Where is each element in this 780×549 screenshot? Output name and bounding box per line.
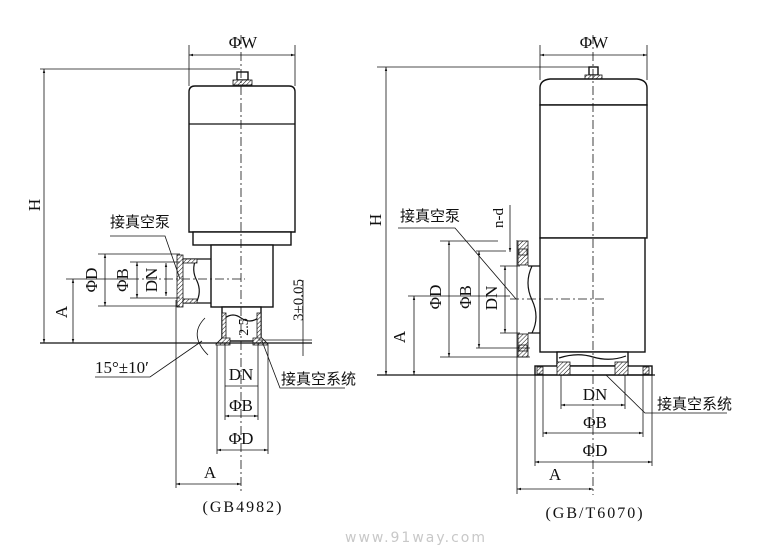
left-offset-label: A xyxy=(52,305,71,318)
right-valve-body xyxy=(517,66,653,376)
left-bottom-b-label: ΦB xyxy=(229,396,253,415)
right-side-d-label: ΦD xyxy=(426,285,445,310)
left-drawing-gb4982: ΦW H A ΦD ΦB DN 接真空泵 3±0.05 2.5 15°±10′ xyxy=(25,33,356,516)
left-pump-callout: 接真空泵 xyxy=(110,213,170,231)
right-side-b-label: ΦB xyxy=(456,285,475,309)
left-system-callout: 接真空系统 xyxy=(281,370,356,388)
left-tolerance-label: 3±0.05 xyxy=(291,279,307,321)
right-bottom-offset-label: A xyxy=(549,465,562,484)
right-drawing-gbt6070: ΦW H A ΦD ΦB DN 接真空泵 n-d DN ΦB ΦD xyxy=(366,33,732,522)
left-side-dn-label: DN xyxy=(142,268,161,293)
right-system-callout: 接真空系统 xyxy=(657,395,732,413)
right-bottom-d-label: ΦD xyxy=(583,441,608,460)
right-bolt-label: n-d xyxy=(491,208,507,228)
left-angle-label: 15°±10′ xyxy=(95,358,149,377)
right-width-label: ΦW xyxy=(580,33,609,52)
left-thickness-label: 2.5 xyxy=(237,318,252,336)
left-bottom-d-label: ΦD xyxy=(229,429,254,448)
right-side-dn-label: DN xyxy=(482,286,501,311)
watermark: www.91way.com xyxy=(345,530,487,546)
left-height-label: H xyxy=(25,199,44,211)
right-standard-caption: (GB/T6070) xyxy=(545,505,644,522)
left-bottom-offset-label: A xyxy=(204,463,217,482)
right-offset-label: A xyxy=(390,330,409,343)
left-side-d-label: ΦD xyxy=(82,268,101,293)
right-bottom-b-label: ΦB xyxy=(583,413,607,432)
left-width-label: ΦW xyxy=(229,33,258,52)
right-height-label: H xyxy=(366,214,385,226)
left-standard-caption: (GB4982) xyxy=(203,499,284,516)
right-pump-callout: 接真空泵 xyxy=(400,207,460,225)
right-bottom-dn-label: DN xyxy=(583,385,608,404)
left-side-b-label: ΦB xyxy=(113,268,132,292)
left-bottom-dn-label: DN xyxy=(229,365,254,384)
left-valve-body xyxy=(176,71,296,346)
